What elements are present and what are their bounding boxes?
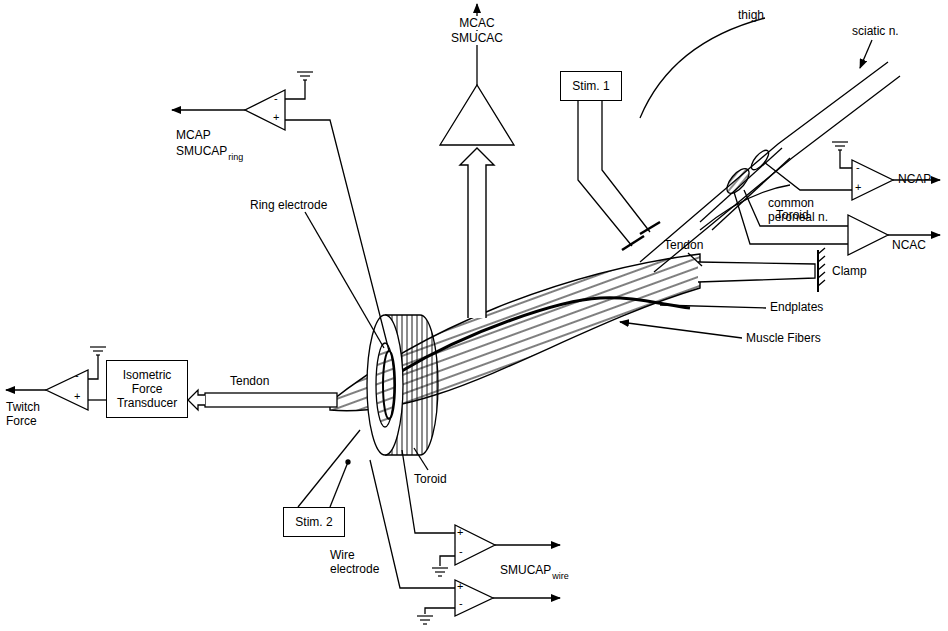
output-arrow bbox=[172, 109, 245, 110]
transducer-box: Isometric Force Transducer bbox=[106, 360, 188, 418]
stim-lead bbox=[330, 462, 348, 507]
signal-name: NCAP bbox=[898, 172, 931, 186]
leader-line bbox=[660, 305, 766, 308]
box-text: Stim. 2 bbox=[295, 515, 332, 529]
part-name: sciatic n. bbox=[852, 24, 899, 38]
part-name: Toroid bbox=[776, 208, 809, 222]
box-text: Stim. 1 bbox=[572, 79, 609, 93]
output-arrow bbox=[6, 389, 46, 390]
wire bbox=[88, 399, 106, 400]
stim-lead bbox=[602, 101, 650, 232]
pin-sign: - bbox=[459, 544, 463, 558]
wire bbox=[88, 355, 98, 379]
nerve bbox=[640, 62, 888, 262]
ring-electrode bbox=[383, 351, 395, 419]
pin-sign: - bbox=[75, 368, 79, 382]
nerve-toroid bbox=[723, 165, 753, 197]
stim-electrode bbox=[640, 222, 660, 234]
stimulator-box: Stim. 2 bbox=[283, 507, 345, 537]
wire bbox=[402, 450, 455, 533]
leader-line bbox=[305, 212, 384, 348]
part-name: Tendon bbox=[664, 238, 703, 252]
wire bbox=[425, 608, 455, 614]
stimulator-box: Stim. 1 bbox=[560, 71, 622, 101]
ground-symbol bbox=[417, 616, 433, 624]
output-arrow bbox=[493, 597, 560, 598]
pin-sign: - bbox=[856, 160, 860, 174]
pin-sign: + bbox=[457, 579, 463, 593]
tendon bbox=[698, 262, 815, 282]
hollow-arrow bbox=[188, 390, 205, 410]
part-name: Tendon bbox=[230, 374, 269, 388]
part-name: thigh bbox=[738, 8, 764, 22]
pin-sign: + bbox=[273, 110, 279, 124]
hollow-arrow bbox=[460, 148, 494, 318]
amplifier bbox=[46, 370, 88, 410]
signal-name: SMUCAP bbox=[500, 563, 551, 577]
signal-name: SMUCAP bbox=[176, 144, 227, 158]
amplifier bbox=[245, 90, 285, 130]
amplifier bbox=[455, 525, 495, 565]
leader-arrow bbox=[860, 40, 872, 68]
wire bbox=[440, 556, 455, 566]
ground-symbol bbox=[432, 568, 448, 576]
signal-name: MCAP bbox=[176, 128, 211, 142]
part-name: Ring electrode bbox=[250, 198, 327, 212]
clamp-hatch bbox=[818, 248, 825, 286]
signal-name: SMUCAC bbox=[450, 31, 504, 45]
leader-arrow bbox=[620, 322, 742, 338]
endplate-line bbox=[400, 298, 690, 372]
thigh-outline bbox=[640, 18, 765, 118]
wire bbox=[285, 80, 305, 99]
subscript: wire bbox=[552, 569, 569, 583]
part-name: Muscle Fibers bbox=[746, 331, 821, 345]
amplifier bbox=[455, 580, 493, 616]
amplifier bbox=[848, 215, 888, 255]
pin-sign: + bbox=[457, 525, 463, 539]
ground-symbol bbox=[90, 347, 106, 355]
output-arrow bbox=[888, 234, 940, 235]
nerve-ring-electrode bbox=[748, 148, 771, 173]
wire bbox=[744, 190, 848, 226]
wire bbox=[370, 460, 455, 588]
signal-name: NCAC bbox=[892, 238, 926, 252]
part-name: Toroid bbox=[414, 472, 447, 486]
part-name: Endplates bbox=[770, 300, 823, 314]
subscript: ring bbox=[228, 150, 243, 164]
wire bbox=[840, 150, 852, 168]
ground-symbol bbox=[832, 142, 848, 150]
signal-name: MCAC bbox=[458, 16, 495, 30]
stim-electrode bbox=[622, 236, 644, 250]
nerve bbox=[654, 76, 900, 272]
part-name: Clamp bbox=[832, 264, 867, 278]
amplifier bbox=[440, 85, 514, 145]
ground-symbol bbox=[297, 72, 313, 80]
toroid-hole bbox=[376, 343, 394, 427]
output-arrow bbox=[495, 544, 560, 545]
wire bbox=[764, 162, 852, 190]
tendon bbox=[205, 393, 337, 407]
box-text: Isometric Force Transducer bbox=[111, 368, 183, 410]
pin-sign: + bbox=[74, 389, 80, 403]
amplifier bbox=[852, 160, 893, 200]
wire bbox=[734, 192, 848, 244]
leader-line bbox=[688, 253, 702, 266]
stim-lead bbox=[298, 430, 360, 507]
wire-electrode-tip bbox=[346, 460, 350, 464]
leader-line bbox=[414, 448, 428, 470]
pin-sign: - bbox=[274, 91, 278, 105]
pin-sign: + bbox=[855, 180, 861, 194]
pin-sign: - bbox=[459, 596, 463, 610]
part-name: Wire electrode bbox=[330, 548, 396, 576]
signal-name: Twitch Force bbox=[6, 400, 56, 428]
wire bbox=[285, 120, 389, 351]
